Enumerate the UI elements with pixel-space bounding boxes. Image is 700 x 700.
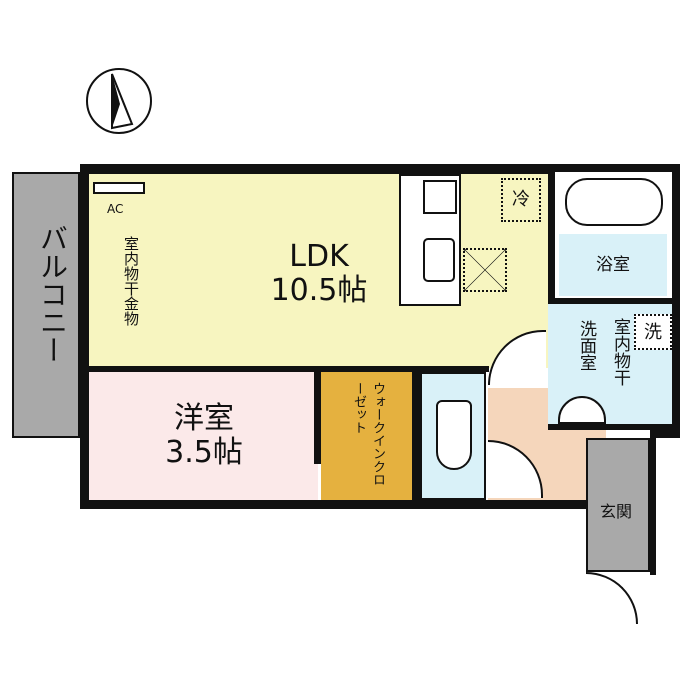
- entrance-label: 玄関: [600, 502, 633, 521]
- drying-rack-label: 室内物干金物: [122, 236, 140, 326]
- north-arrow-icon: [86, 68, 152, 134]
- ac-unit: [93, 182, 145, 194]
- washroom-label: 洗面室: [576, 320, 596, 371]
- room-bath: 浴室: [555, 172, 672, 300]
- walk-in-closet: ウォークインクローゼット: [321, 372, 412, 500]
- sink-icon: [423, 238, 455, 282]
- fridge-space: 冷: [501, 178, 541, 222]
- closet-label: ウォークインクローゼット: [351, 382, 385, 486]
- toilet-icon: [436, 400, 472, 470]
- bath-label: 浴室: [559, 234, 667, 296]
- washer-space: 洗: [634, 314, 672, 350]
- bathtub-icon: [565, 178, 663, 226]
- toilet-room: [420, 372, 486, 500]
- ac-label: AC: [107, 202, 124, 216]
- wash-drying-rack-label: 室内物干: [610, 318, 630, 386]
- stove-icon: [423, 180, 457, 214]
- balcony: バルコニー: [12, 172, 80, 438]
- kitchen-counter: [399, 174, 461, 306]
- entrance-door[interactable]: [586, 572, 638, 624]
- balcony-label: バルコニー: [36, 224, 69, 364]
- entrance: 玄関: [586, 438, 650, 572]
- storage-icon: [463, 248, 507, 292]
- room-washroom: 洗面室 室内物干 洗: [548, 304, 672, 430]
- washbasin-icon: [558, 396, 606, 424]
